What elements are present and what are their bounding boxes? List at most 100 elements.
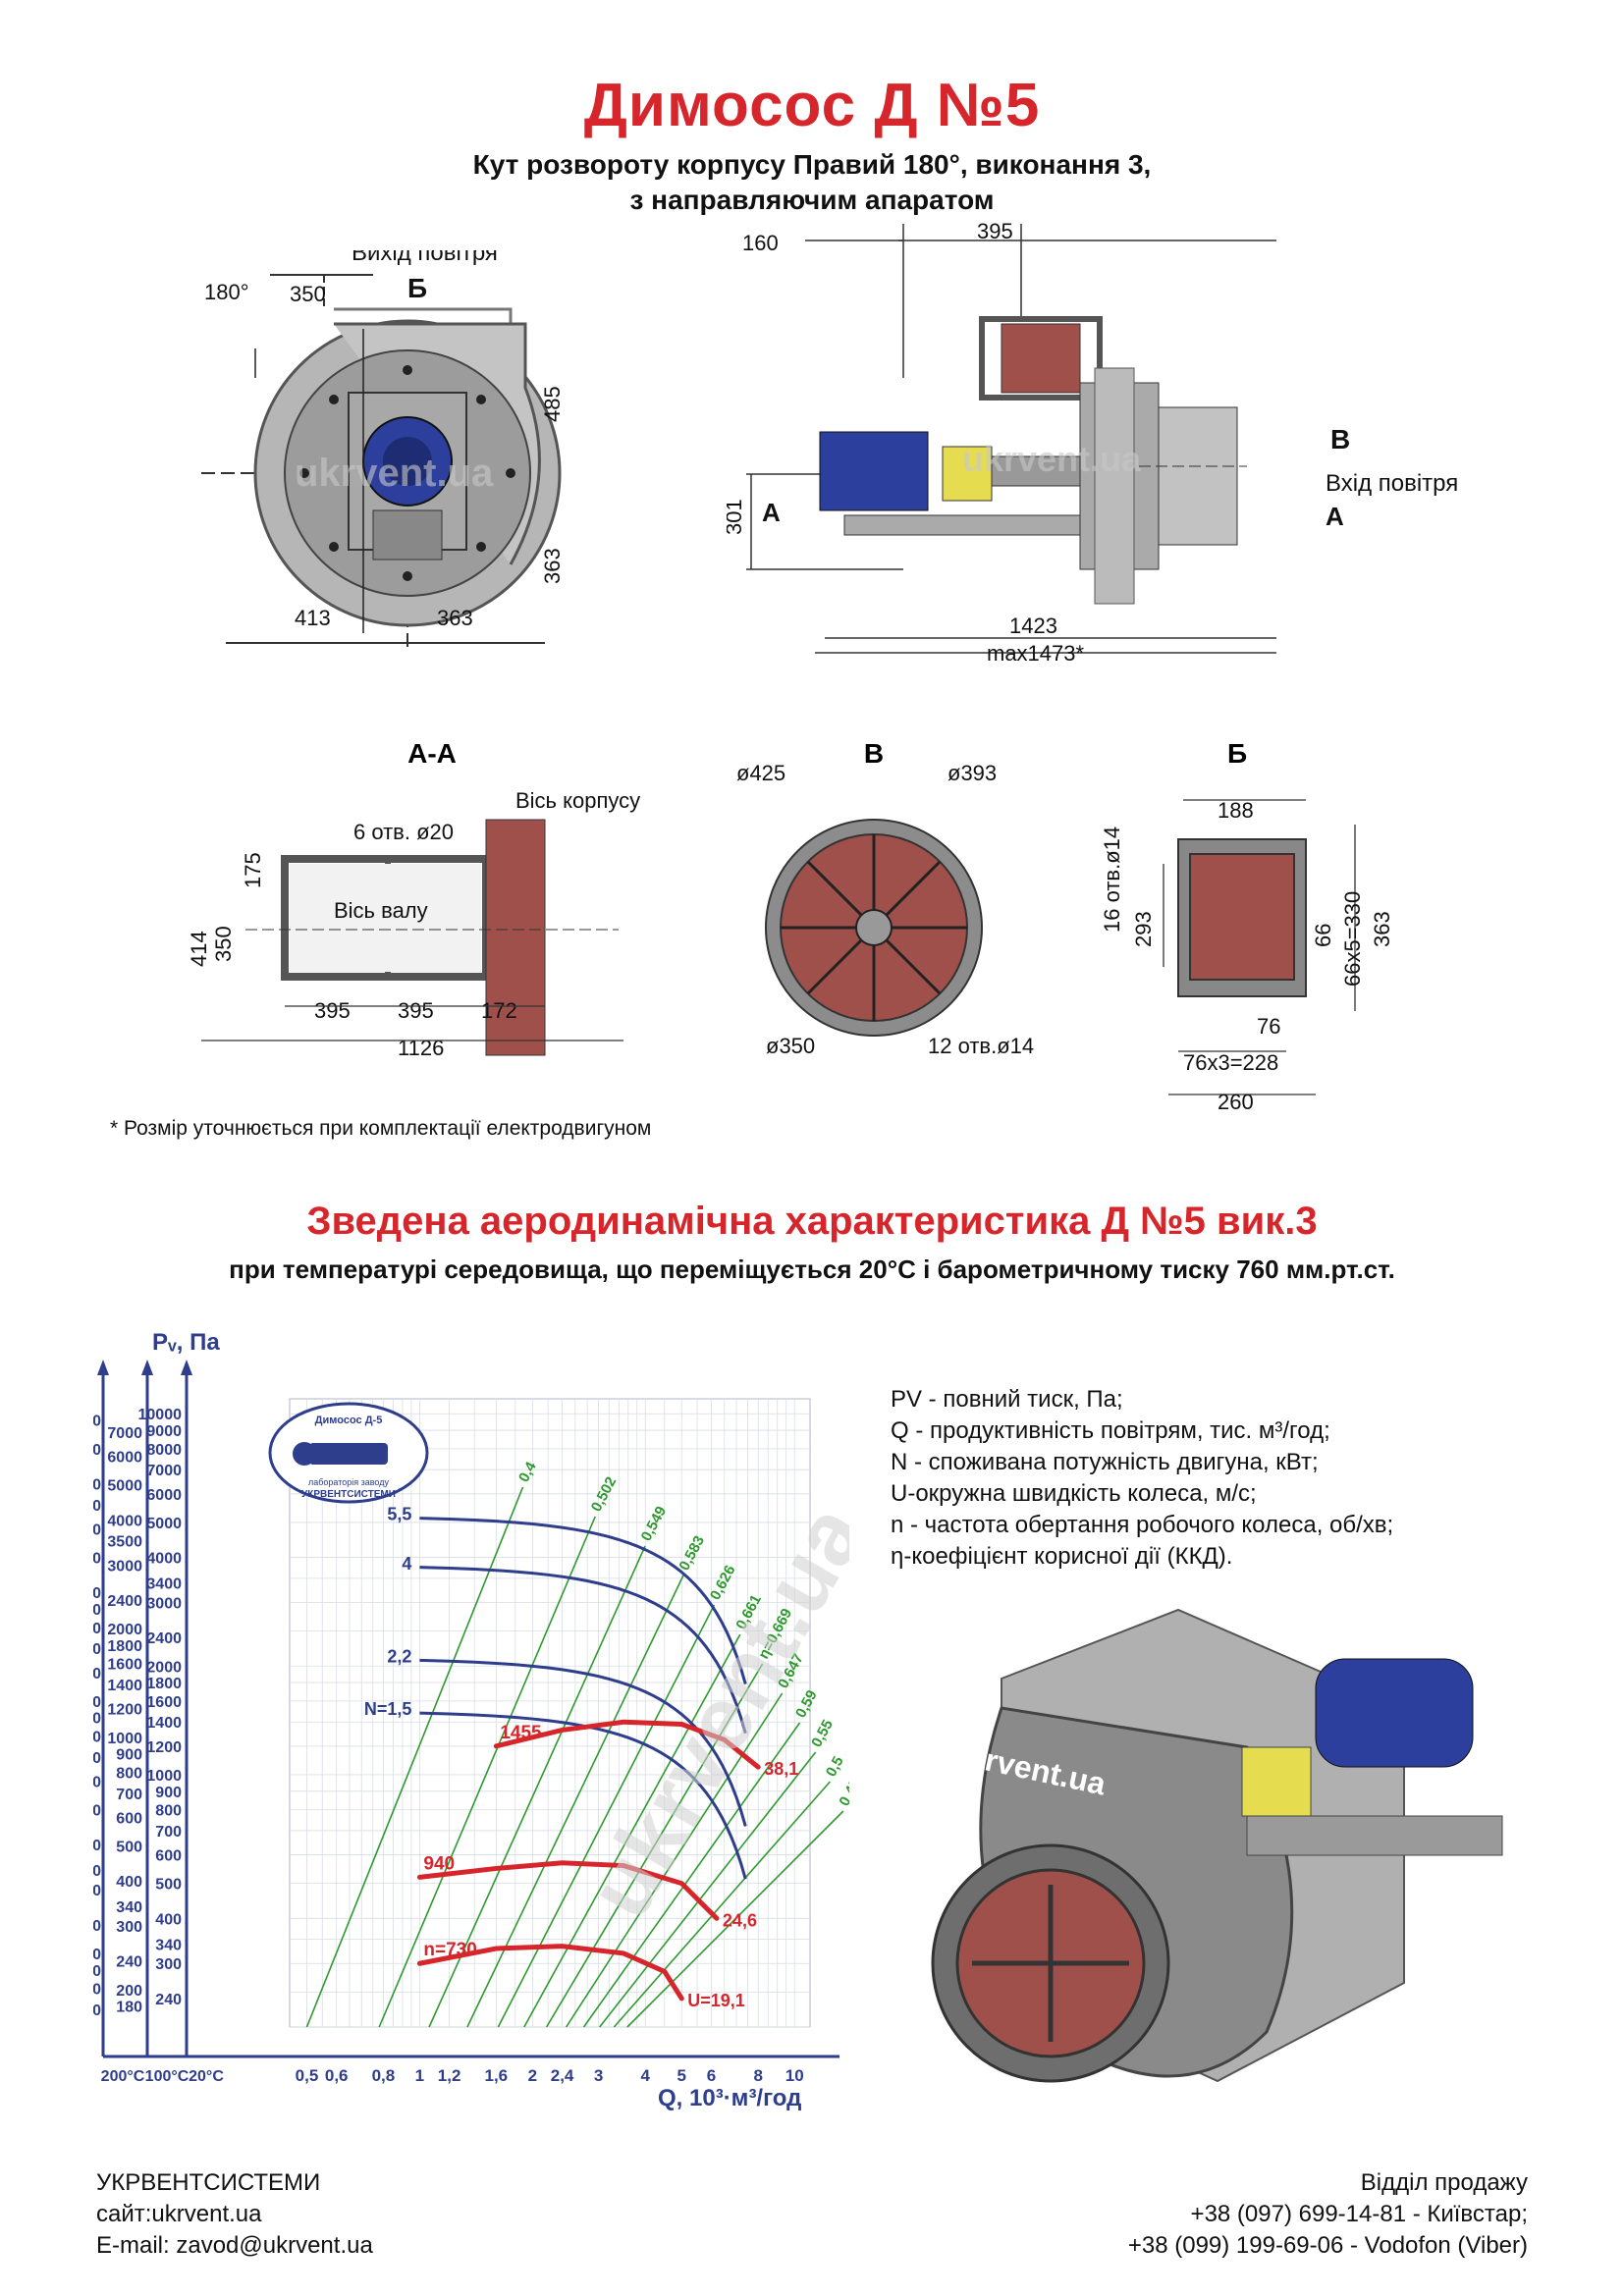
y-tick-label: 300 [93, 1883, 101, 1899]
x-tick-label: 1 [415, 2066, 424, 2085]
y-tick-label: 700 [155, 1824, 182, 1841]
coupling-guard [942, 446, 993, 502]
legend-rpm: n - частота обертання робочого колеса, о… [891, 1512, 1394, 1538]
dim-301: 301 [727, 499, 746, 535]
y-tick-label: 3000 [107, 1558, 142, 1575]
y-tick-label: 2400 [146, 1630, 182, 1647]
y-tick-label: 500 [116, 1839, 142, 1855]
footer-email[interactable]: E-mail: zavod@ukrvent.ua [96, 2232, 373, 2259]
dim-1423: 1423 [1009, 614, 1057, 638]
fan-3d-render: ukrvent.ua [931, 1608, 1503, 2083]
section-aa-drawing: А-А Вісь корпусу 6 отв. ø20 Вісь валу 41… [187, 741, 640, 1060]
y-tick-label: 500 [93, 1803, 101, 1820]
speed-curve [416, 1944, 684, 2002]
power-curve [419, 1658, 747, 1827]
chart-heading: Зведена аеродинамічна характеристика Д №… [306, 1200, 1318, 1243]
y-tick-label: 1000 [93, 1694, 101, 1711]
y-tick-label: 600 [93, 1774, 101, 1790]
y-tick-label: 1600 [93, 1621, 101, 1637]
y-tick-label: 200 [93, 1947, 101, 1963]
power-curve [419, 1711, 747, 1880]
efficiency-line [626, 1810, 844, 2028]
motor-3d [1315, 1658, 1474, 1768]
y-tick-label: 5000 [146, 1516, 182, 1532]
chart-xlabel: Q, 10³·м³/год [658, 2085, 801, 2111]
legend-eta: η-коефіцієнт корисної дії (ККД). [891, 1543, 1233, 1570]
y-tick-label: 400 [93, 1838, 101, 1854]
speed-curve-label: 1455 [500, 1723, 542, 1743]
outlet-label: Вихід повітря [352, 250, 498, 266]
dim-172: 172 [481, 998, 517, 1023]
front-view-drawing: 350 180° Вихід повітря Б 304 485 363 413… [201, 250, 565, 653]
y-tick-label: 4000 [146, 1551, 182, 1568]
footer-phone-2[interactable]: +38 (099) 199-69-06 - Vodofon (Viber) [1127, 2232, 1528, 2259]
y-tick-label: 900 [116, 1747, 142, 1764]
y-tick-label: 800 [155, 1803, 182, 1820]
efficiency-line [428, 1545, 646, 2028]
x-tick-label: 0,8 [372, 2066, 396, 2085]
y-tick-label: 3000 [146, 1596, 182, 1613]
section-a-right-marker: А [1326, 502, 1344, 531]
y-tick-label: 2400 [107, 1593, 142, 1610]
y-tick-label: 3400 [146, 1576, 182, 1593]
y-tick-label: 400 [116, 1874, 142, 1891]
dim-max1473: max1473* [987, 641, 1085, 666]
y-tick-label: 700 [93, 1750, 101, 1767]
chart-subheading: при температурі середовища, що переміщує… [229, 1255, 1395, 1284]
speed-curve [416, 1860, 720, 1921]
y-tick-label: 7000 [107, 1425, 142, 1442]
chart-ylabel: Pᵥ, Па [152, 1329, 220, 1356]
footer-company: УКРВЕНТСИСТЕМИ [96, 2169, 321, 2196]
inlet-label: Вхід повітря [1326, 470, 1458, 497]
axis-shaft-label: Вісь валу [334, 898, 428, 923]
y-axis-100c-ticks: 7000600050004000350030002400200018001600… [107, 1425, 142, 2016]
efficiency-line [582, 1722, 801, 2028]
footer-sales-title: Відділ продажу [1360, 2169, 1528, 2196]
y-tick-label: 140 [93, 2002, 101, 2019]
x-tick-label: 4 [641, 2066, 651, 2085]
y-tick-label: 1400 [146, 1715, 182, 1732]
efficiency-line [599, 1751, 817, 2028]
y-tick-label: 1000 [107, 1731, 142, 1747]
footer-site[interactable]: сайт:ukrvent.ua [96, 2201, 262, 2227]
y-tick-label: 1600 [146, 1694, 182, 1711]
dim-160: 160 [742, 231, 779, 255]
page-title: Димосос Д №5 [583, 72, 1041, 139]
x-tick-label: 2,4 [551, 2066, 574, 2085]
y-tick-label: 600 [155, 1848, 182, 1865]
speed-curve-end-label: 24,6 [723, 1910, 757, 1930]
x-tick-label: 3 [594, 2066, 603, 2085]
y-tick-label: 340 [116, 1899, 142, 1916]
housing-flange [485, 819, 546, 1056]
dim-76x3: 76x3=228 [1183, 1050, 1278, 1075]
dim-175: 175 [241, 852, 265, 888]
dim-66x5: 66x5=330 [1340, 891, 1365, 987]
motor-body [819, 431, 929, 511]
badge-bottom-text: УКРВЕНТСИСТЕМИ [301, 1489, 396, 1500]
y-tick-label: 3500 [107, 1534, 142, 1551]
section-b-drawing: Б 188 16 отв.ø14 293 66 66x5=330 363 76 … [1100, 741, 1394, 1114]
y-tick-label: 2000 [107, 1622, 142, 1638]
y-tick-label: 1400 [107, 1678, 142, 1694]
x-tick-label: 5 [677, 2066, 686, 2085]
chart-axes [97, 1360, 839, 2058]
speed-curve [493, 1719, 761, 1770]
dim-260: 260 [1218, 1090, 1254, 1114]
legend-pv: PV - повний тиск, Па; [891, 1386, 1123, 1413]
dim-d350: ø350 [766, 1034, 815, 1058]
y-tick-label: 600 [116, 1810, 142, 1827]
footer-phone-1[interactable]: +38 (097) 699-14-81 - Київстар; [1190, 2201, 1528, 2227]
y-tick-label: 300 [116, 1919, 142, 1936]
x-tick-label: 2 [528, 2066, 537, 2085]
dim-485: 485 [540, 386, 565, 422]
x-tick-label: 0,6 [325, 2066, 349, 2085]
power-curve [419, 1517, 747, 1685]
subtitle-line-2: з направляючим апаратом [629, 185, 995, 215]
power-curve-label: 4 [402, 1554, 411, 1574]
efficiency-line [523, 1633, 741, 2028]
y-tick-label: 2500 [93, 1551, 101, 1568]
y-tick-label: 1600 [107, 1657, 142, 1674]
speed-curve-label: 940 [423, 1853, 455, 1874]
y-tick-label: 10000 [138, 1407, 183, 1423]
